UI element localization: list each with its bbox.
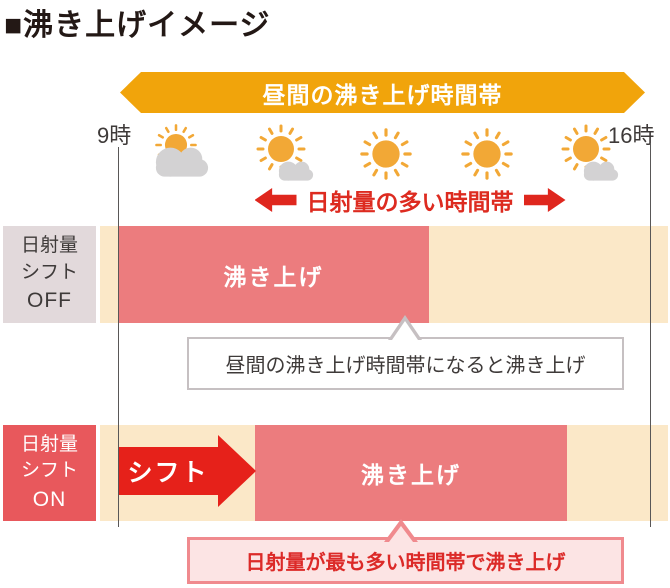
shift-off-heating-bar-label: 沸き上げ (223, 263, 324, 290)
shift-off-label-line3: OFF (27, 289, 72, 313)
start-time-guideline (118, 147, 119, 527)
sun-icon (461, 128, 513, 180)
shift-on-callout-pointer-fill (389, 526, 413, 542)
shift-on-heating-bar: 沸き上げ (255, 425, 567, 521)
arrow-left-icon (254, 188, 297, 212)
high-insolation-label: 日射量の多い時間帯 (306, 189, 514, 215)
shift-arrow-label: シフト (127, 459, 209, 487)
shift-off-label-line1: 日射量 (20, 235, 78, 257)
shift-on-label-line1: 日射量 (20, 433, 78, 455)
daytime-heating-banner-label: 昼間の沸き上げ時間帯 (262, 81, 503, 108)
high-insolation-row: 日射量の多い時間帯 (250, 186, 570, 215)
shift-arrow-head-icon (218, 435, 256, 507)
time-label-end: 16時 (608, 123, 655, 148)
sun-with-small-cloud-icon (561, 124, 619, 181)
daytime-heating-banner: 昼間の沸き上げ時間帯 (120, 72, 645, 113)
shift-off-callout-pointer-fill (392, 321, 418, 340)
shift-off-row-label: 日射量 シフト OFF (3, 226, 96, 323)
time-label-start: 9時 (97, 123, 132, 148)
sun-behind-large-cloud-icon (155, 124, 209, 177)
shift-on-label-line3: ON (32, 487, 67, 511)
sun-with-small-cloud-icon (256, 124, 313, 181)
shift-arrow: シフト (118, 447, 218, 495)
shift-on-heating-bar-label: 沸き上げ (361, 462, 461, 488)
shift-on-callout-text: 日射量が最も多い時間帯で沸き上げ (245, 552, 566, 574)
shift-on-row-label: 日射量 シフト ON (3, 425, 96, 521)
shift-off-callout: 昼間の沸き上げ時間帯になると沸き上げ (187, 337, 624, 390)
shift-off-label-line2: シフト (20, 261, 78, 283)
page-title: ■沸き上げイメージ (4, 9, 271, 42)
shift-off-callout-text: 昼間の沸き上げ時間帯になると沸き上げ (225, 355, 586, 377)
weather-icons-row (146, 121, 625, 187)
arrow-right-icon (523, 188, 566, 212)
shift-on-label-line2: シフト (20, 460, 78, 482)
sun-icon (359, 128, 412, 180)
shift-off-heating-bar: 沸き上げ (118, 226, 429, 323)
shift-on-callout: 日射量が最も多い時間帯で沸き上げ (187, 537, 624, 584)
end-time-guideline (650, 143, 651, 527)
